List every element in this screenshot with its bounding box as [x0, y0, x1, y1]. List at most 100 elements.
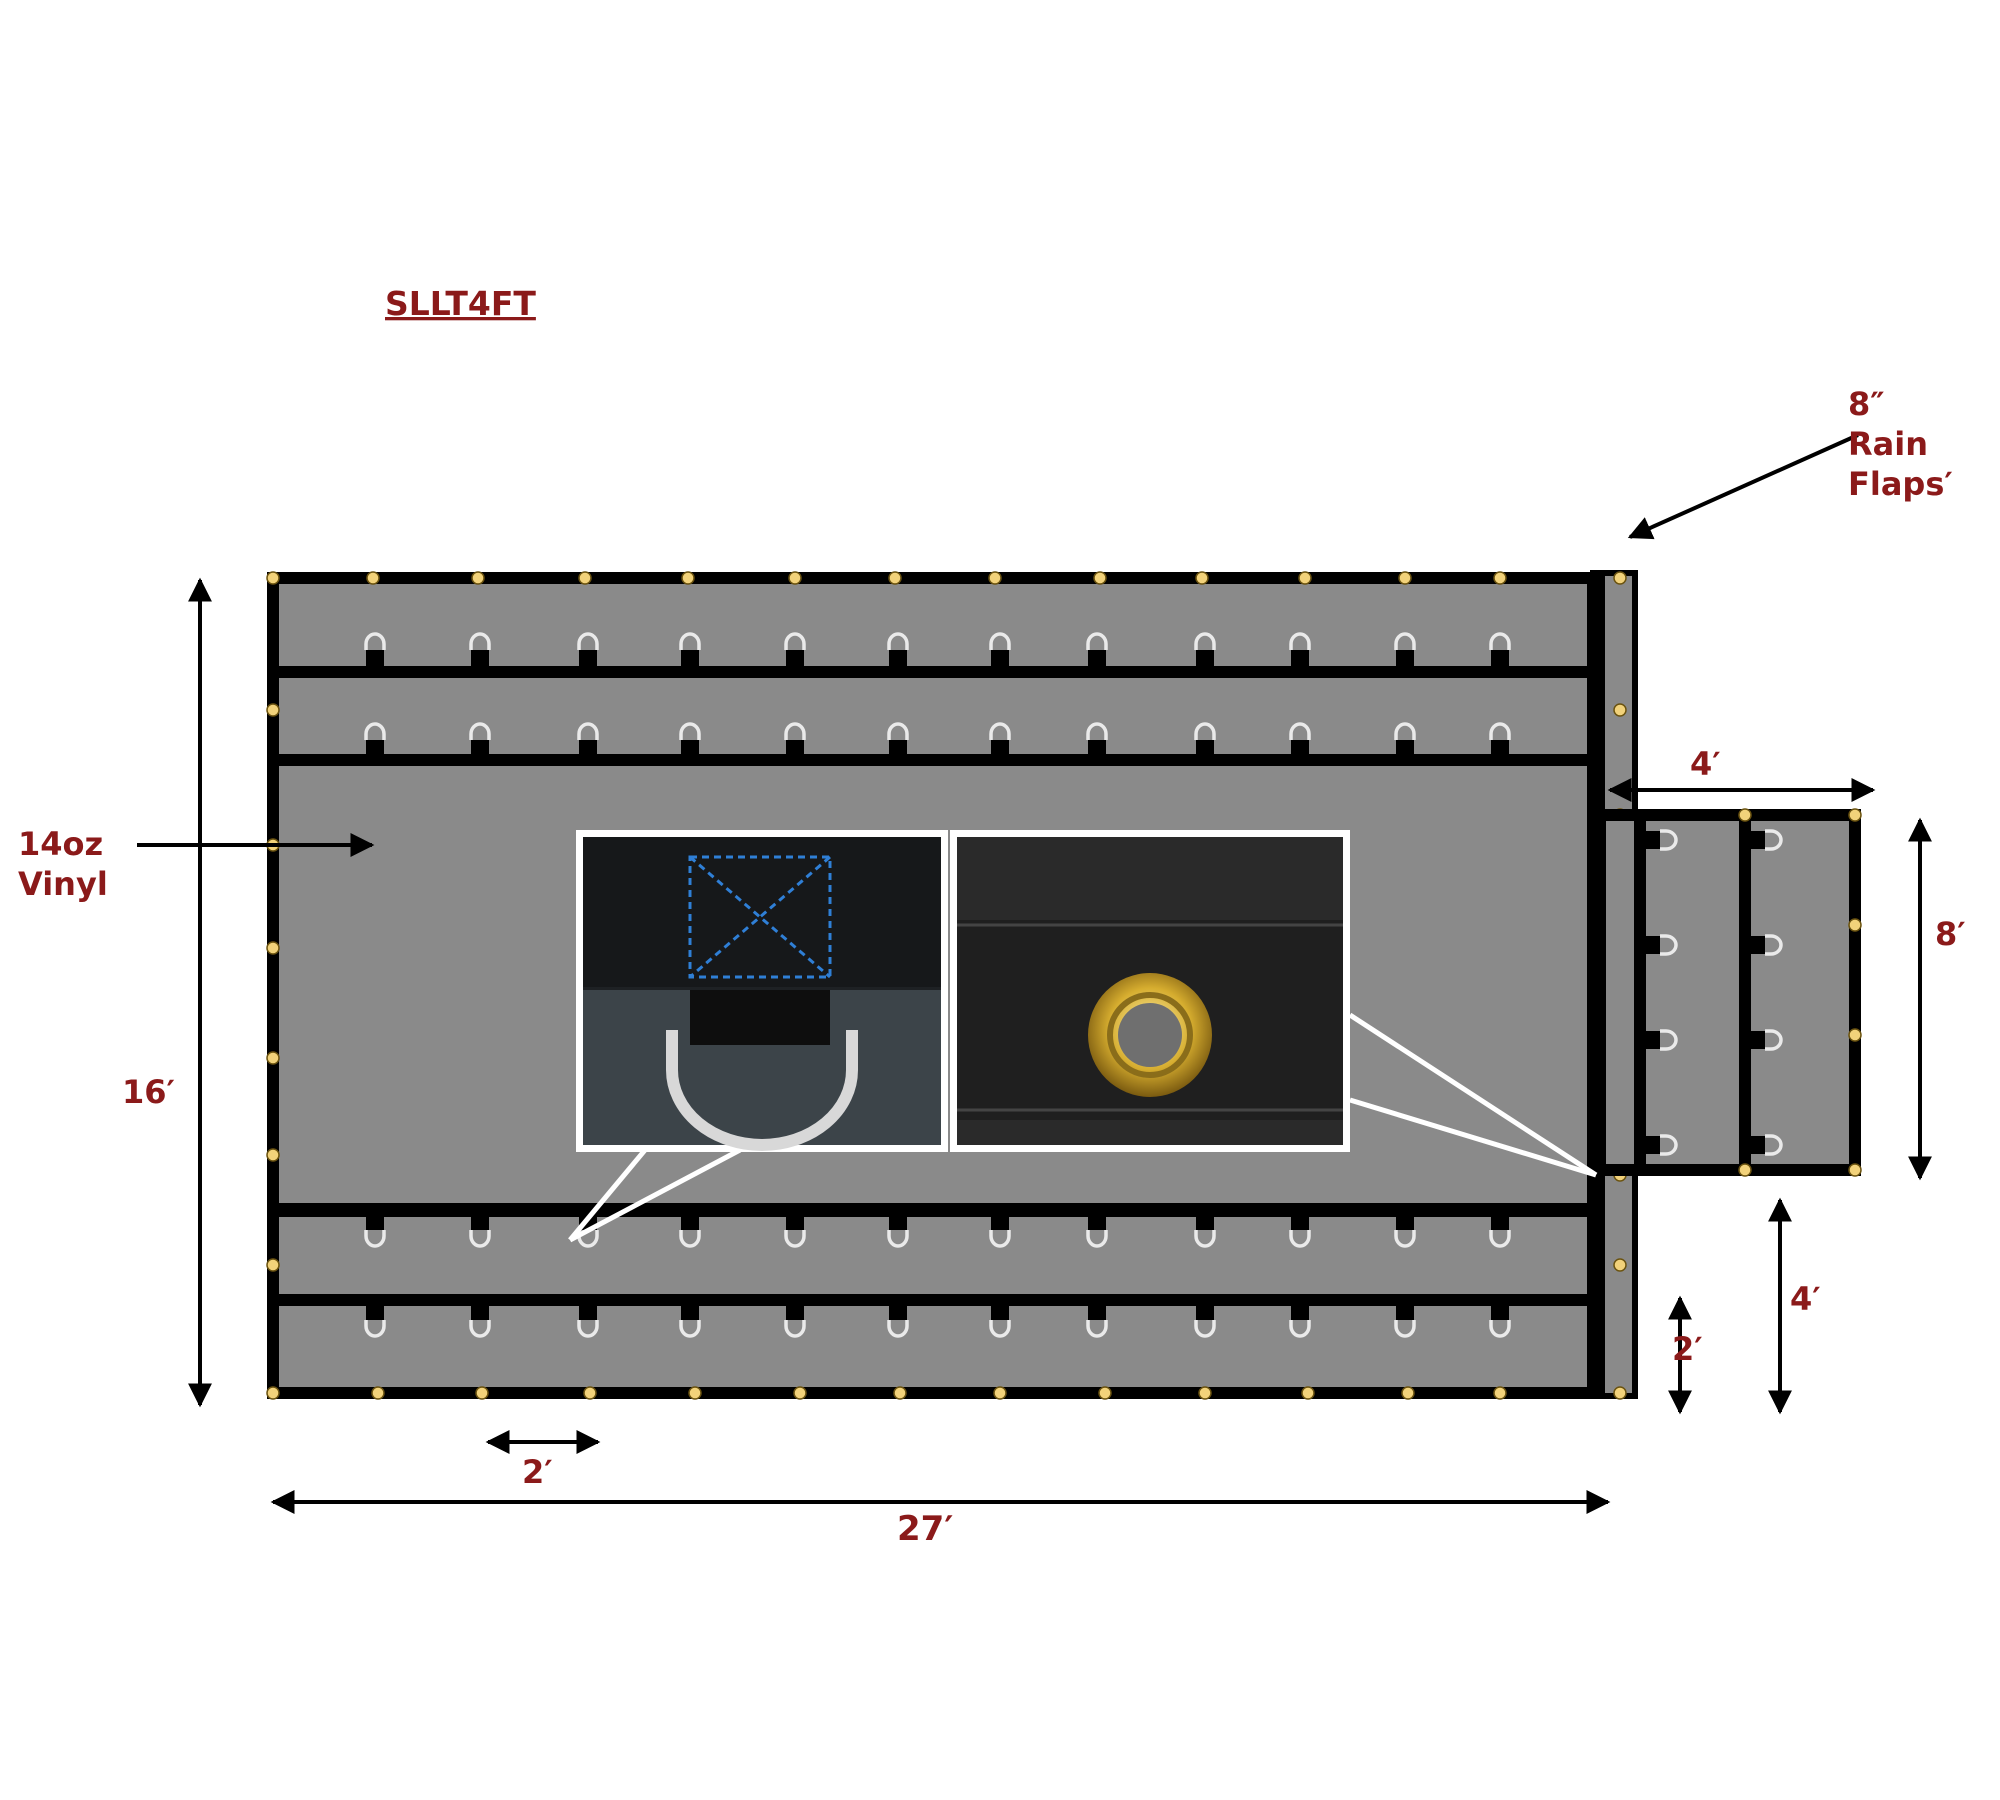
d-ring-row-1	[364, 632, 1511, 666]
grommet-icon	[1493, 571, 1507, 585]
d-ring-icon	[887, 632, 909, 666]
d-ring-icon	[1086, 632, 1108, 666]
spacing-label: 2′	[522, 1453, 553, 1491]
grommet-icon	[1493, 1386, 1507, 1400]
d-ring-icon	[577, 722, 599, 756]
grommet-icon	[266, 571, 280, 585]
flap-offset-label: 4′	[1790, 1280, 1821, 1318]
d-ring-icon	[887, 722, 909, 756]
grommet-icon	[1301, 1386, 1315, 1400]
d-ring-icon	[989, 722, 1011, 756]
grommet-icon	[1195, 571, 1209, 585]
side-flap-grommets	[1738, 808, 1862, 1177]
grommet-icon	[578, 571, 592, 585]
rain-flaps-label-3: Flaps′	[1848, 465, 1953, 503]
d-ring-icon	[1644, 1029, 1678, 1051]
d-ring-icon	[1749, 1029, 1783, 1051]
grommet-icon	[1613, 703, 1627, 717]
height-label: 16′	[122, 1073, 175, 1111]
d-ring-icon	[989, 1214, 1011, 1248]
grommet-icon	[1401, 1386, 1415, 1400]
grommet-icon	[1848, 918, 1862, 932]
d-ring-row-4	[364, 1304, 1511, 1338]
d-ring-icon	[1489, 1214, 1511, 1248]
d-ring-icon	[364, 1304, 386, 1338]
d-ring-icon	[1086, 722, 1108, 756]
model-title: SLLT4FT	[385, 284, 536, 323]
d-ring-icon	[1194, 722, 1216, 756]
d-ring-icon	[784, 632, 806, 666]
grommet-icon	[1613, 571, 1627, 585]
d-ring-icon	[1644, 1134, 1678, 1156]
grommet-icon	[1098, 1386, 1112, 1400]
grommet-icon	[1613, 1258, 1627, 1272]
callout-lines	[568, 1012, 1598, 1243]
grommet-icon	[266, 703, 280, 717]
d-ring-icon	[1086, 1214, 1108, 1248]
d-ring-icon	[1489, 1304, 1511, 1338]
d-ring-icon	[1194, 632, 1216, 666]
grommet-icon	[788, 571, 802, 585]
left-grommet-column	[266, 703, 280, 1272]
d-ring-icon	[1749, 1134, 1783, 1156]
rain-flap-pointer	[1627, 433, 1859, 540]
grommet-icon	[1738, 808, 1752, 822]
d-ring-icon	[679, 1304, 701, 1338]
d-ring-icon	[679, 722, 701, 756]
d-ring-icon	[1289, 632, 1311, 666]
grommet-icon	[583, 1386, 597, 1400]
dimension-lines	[137, 433, 1932, 1514]
d-ring-icon	[1289, 722, 1311, 756]
d-ring-icon	[577, 1304, 599, 1338]
d-ring-icon	[784, 1304, 806, 1338]
grommet-icon	[1093, 571, 1107, 585]
grommet-icon	[366, 571, 380, 585]
material-label-2: Vinyl	[18, 865, 108, 903]
rain-flaps-label-2: Rain	[1848, 425, 1928, 463]
d-ring-icon	[887, 1304, 909, 1338]
d-ring-icon	[1644, 829, 1678, 851]
grommet-icon	[371, 1386, 385, 1400]
grommet-icon	[688, 1386, 702, 1400]
d-ring-icon	[1394, 1214, 1416, 1248]
bottom-offset-label: 2′	[1672, 1330, 1703, 1368]
d-ring-icon	[469, 1214, 491, 1248]
d-ring-icon	[666, 1030, 858, 1151]
d-ring-icon	[887, 1214, 909, 1248]
d-ring-icon	[1086, 1304, 1108, 1338]
d-ring-icon	[1194, 1214, 1216, 1248]
grommet-icon	[993, 1386, 1007, 1400]
grommet-icon	[681, 571, 695, 585]
grommet-icon	[1738, 1163, 1752, 1177]
d-ring-icon	[469, 632, 491, 666]
grommet-icon	[1848, 808, 1862, 822]
grommet-icon	[266, 1051, 280, 1065]
grommet-icon	[266, 941, 280, 955]
d-ring-icon	[364, 1214, 386, 1248]
grommet-icon	[793, 1386, 807, 1400]
grommet-closeup	[950, 830, 1350, 1152]
grommet-icon	[1198, 1386, 1212, 1400]
grommet-icon	[471, 571, 485, 585]
grommet-icon	[888, 571, 902, 585]
d-ring-icon	[989, 1304, 1011, 1338]
grommet-icon	[266, 1148, 280, 1162]
d-ring-icon	[1194, 1304, 1216, 1338]
material-label-1: 14oz	[18, 825, 103, 863]
d-ring-icon	[364, 722, 386, 756]
width-label: 27′	[897, 1509, 953, 1549]
bottom-grommet-row	[266, 1386, 1507, 1400]
d-ring-closeup	[576, 830, 948, 1152]
d-ring-icon	[1489, 632, 1511, 666]
grommet-icon	[266, 1386, 280, 1400]
grommet-icon	[988, 571, 1002, 585]
d-ring-icon	[1749, 934, 1783, 956]
d-ring-icon	[1394, 1304, 1416, 1338]
grommet-icon	[1848, 1028, 1862, 1042]
d-ring-icon	[577, 632, 599, 666]
grommet-icon	[1848, 1163, 1862, 1177]
d-ring-icon	[1394, 632, 1416, 666]
grommet-icon	[1613, 1386, 1627, 1400]
grommet-icon	[475, 1386, 489, 1400]
